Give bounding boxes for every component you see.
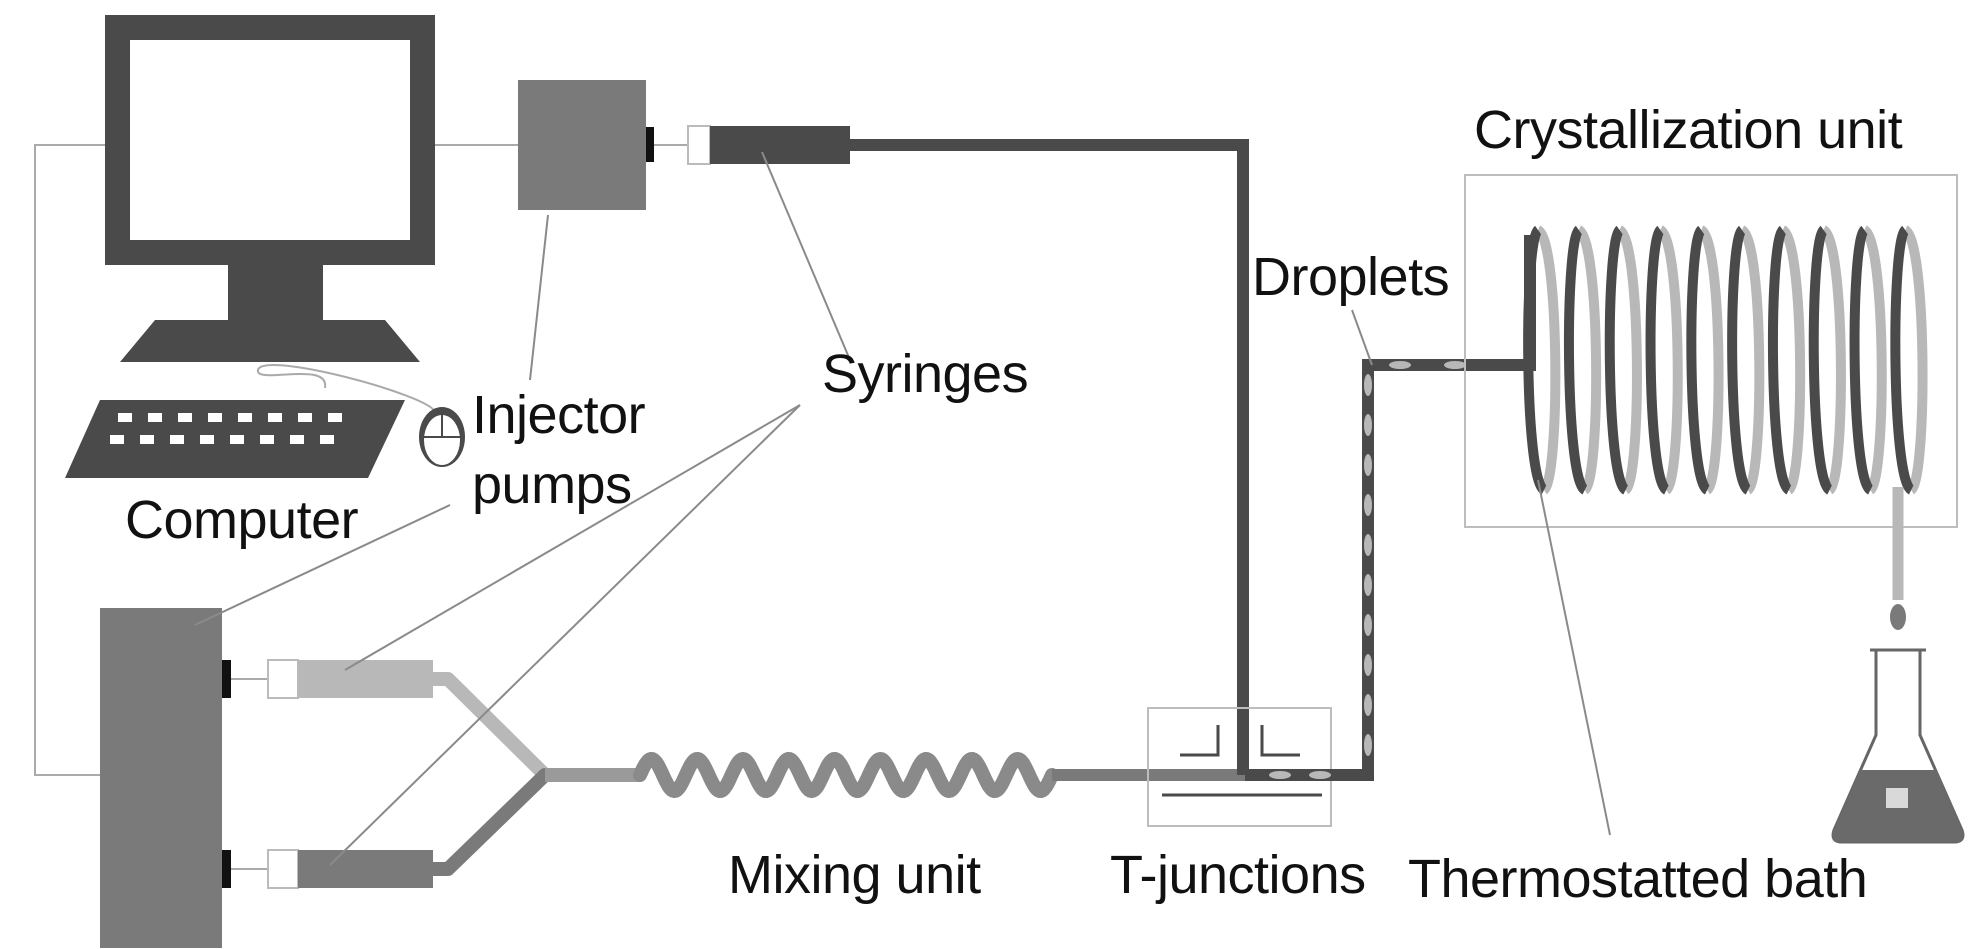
keyboard-key — [178, 413, 192, 422]
text-labels: Computer Injector pumps Syringes Droplet… — [125, 100, 1903, 909]
droplets — [1269, 361, 1466, 779]
coil-back-strand — [1779, 225, 1806, 495]
coil-front-strand — [1686, 225, 1712, 495]
syringe-bottom — [267, 849, 433, 889]
droplet — [1364, 494, 1372, 516]
syringe-middle — [267, 659, 433, 699]
t-junction-unit — [1147, 707, 1332, 827]
syringe-top — [687, 125, 850, 165]
droplet — [1364, 374, 1372, 396]
coil-front-strand — [1523, 225, 1548, 495]
droplet — [1269, 771, 1291, 779]
keyboard-key — [170, 435, 184, 444]
y-junction-tubing — [433, 672, 640, 876]
droplet-tube — [1245, 235, 1536, 781]
crystallization-unit — [1464, 174, 1958, 630]
droplet — [1364, 734, 1372, 756]
keyboard-key — [208, 413, 222, 422]
injector-pump-bottom — [100, 608, 268, 948]
injector-pump-top — [518, 80, 688, 210]
keyboard-key — [118, 413, 132, 422]
keyboard-key — [200, 435, 214, 444]
coil-back-strand — [1819, 225, 1846, 495]
keyboard-keys — [110, 413, 342, 444]
coil-back-strand — [1615, 225, 1642, 495]
keyboard-key — [290, 435, 304, 444]
computer-mouse-inner — [424, 415, 460, 465]
computer — [65, 15, 465, 478]
droplet — [1444, 361, 1466, 369]
monitor-neck — [228, 265, 323, 320]
keyboard-key — [268, 413, 282, 422]
keyboard-key — [298, 413, 312, 422]
label-injector-pumps-line2: pumps — [472, 455, 632, 515]
label-computer: Computer — [125, 490, 359, 550]
label-injector-pumps-line1: Injector — [472, 385, 646, 445]
keyboard-key — [260, 435, 274, 444]
droplet — [1364, 454, 1372, 476]
control-wires — [34, 144, 518, 776]
droplet — [1364, 534, 1372, 556]
crystallization-coil — [1523, 225, 1928, 495]
droplet — [1364, 694, 1372, 716]
collection-flask — [1831, 648, 1965, 844]
coil-back-strand — [1901, 225, 1928, 495]
coil-front-strand — [1563, 225, 1589, 495]
label-syringes: Syringes — [822, 344, 1028, 404]
coil-back-strand — [1534, 225, 1561, 495]
coil-front-strand — [1849, 225, 1875, 495]
label-crystallization-unit: Crystallization unit — [1474, 100, 1903, 160]
droplet — [1364, 574, 1372, 596]
coil-back-strand — [1656, 225, 1683, 495]
coil-front-strand — [1808, 225, 1834, 495]
keyboard-key — [230, 435, 244, 444]
mixing-unit-coil — [633, 751, 1059, 799]
label-droplets: Droplets — [1252, 247, 1449, 307]
monitor-screen — [130, 40, 410, 240]
keyboard-key — [148, 413, 162, 422]
coil-front-strand — [1645, 225, 1671, 495]
keyboard-key — [320, 435, 334, 444]
keyboard-key — [328, 413, 342, 422]
droplet — [1389, 361, 1411, 369]
leader-lines — [194, 151, 1611, 866]
label-thermostatted-bath: Thermostatted bath — [1408, 849, 1867, 909]
label-mixing-unit: Mixing unit — [728, 845, 981, 905]
keyboard-key — [238, 413, 252, 422]
thermostatted-bath-box — [1464, 174, 1958, 528]
coil-front-strand — [1604, 225, 1630, 495]
coil-back-strand — [1860, 225, 1887, 495]
falling-drop — [1890, 604, 1906, 630]
coil-front-strand — [1890, 225, 1916, 495]
droplet — [1364, 414, 1372, 436]
keyboard-key — [110, 435, 124, 444]
droplet — [1309, 771, 1331, 779]
coil-back-strand — [1697, 225, 1724, 495]
label-t-junctions: T-junctions — [1110, 845, 1366, 905]
monitor-stand — [120, 320, 420, 362]
droplet — [1364, 654, 1372, 676]
oil-feed-tube — [850, 139, 1249, 775]
droplet — [1364, 614, 1372, 636]
coil-front-strand — [1767, 225, 1793, 495]
keyboard-key — [140, 435, 154, 444]
coil-back-strand — [1738, 225, 1765, 495]
coil-back-strand — [1575, 225, 1602, 495]
coil-front-strand — [1727, 225, 1752, 495]
